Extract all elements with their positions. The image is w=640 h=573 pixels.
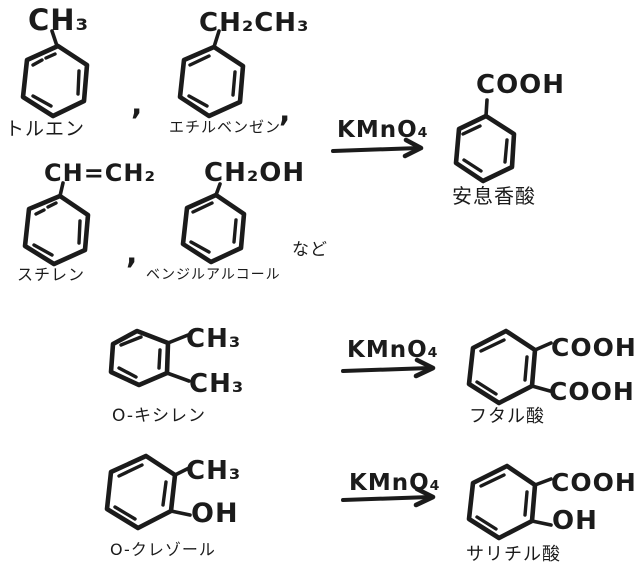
double-bond-dashes xyxy=(475,338,529,396)
substituent-bond xyxy=(58,181,65,198)
substituent-bond xyxy=(214,182,222,197)
arrow-head xyxy=(413,357,436,379)
ethylbenzene-formula: CH₂CH₃ xyxy=(199,8,310,38)
reaction2-reagent-label: KMnO₄ xyxy=(347,337,439,363)
reaction1-arrow xyxy=(331,137,424,159)
arrow-head xyxy=(402,137,424,159)
double-bond-dashes xyxy=(31,52,81,108)
phthalic-acid-substituent-1: COOH xyxy=(551,333,637,362)
benzene-ring xyxy=(177,44,246,119)
double-bond-dashes xyxy=(117,335,162,379)
phthalic-acid-label: フタル酸 xyxy=(469,406,545,427)
substituent-bonds xyxy=(530,341,553,393)
toluene-formula: CH₃ xyxy=(28,3,90,37)
o-cresol-label: O-クレゾール xyxy=(110,540,216,559)
phthalic-acid-structure xyxy=(466,328,553,406)
benzyl-alcohol-formula: CH₂OH xyxy=(204,158,306,188)
o-xylene-substituent-1: CH₃ xyxy=(186,324,242,354)
o-cresol-structure xyxy=(104,453,192,531)
arrow-shaft xyxy=(331,146,421,153)
reaction1-reagent-label: KMnO₄ xyxy=(337,117,429,143)
substituent-bonds xyxy=(169,466,192,517)
salicylic-acid-substituent-1: COOH xyxy=(551,468,637,497)
o-xylene-structure xyxy=(108,328,191,388)
o-cresol-substituent-1: CH₃ xyxy=(186,456,242,486)
benzoic-acid-formula: COOH xyxy=(476,70,566,100)
double-bond-dashes xyxy=(187,54,237,108)
reaction3-reagent-label: KMnO₄ xyxy=(349,470,441,496)
styrene-label: スチレン xyxy=(17,265,86,284)
benzyl-alcohol-label: ベンジルアルコール xyxy=(146,267,281,283)
benzoic-acid-structure xyxy=(453,98,517,184)
styrene-formula: CH=CH₂ xyxy=(44,159,157,187)
phthalic-acid-substituent-2: COOH xyxy=(549,377,635,406)
benzoic-acid-label: 安息香酸 xyxy=(452,184,536,208)
toluene-label: トルエン xyxy=(5,118,86,140)
arrow-head xyxy=(413,486,436,508)
benzyl-alcohol-structure xyxy=(180,182,247,265)
ethylbenzene-structure xyxy=(177,29,246,119)
reaction2-arrow xyxy=(341,357,436,379)
o-cresol-substituent-2: OH xyxy=(191,498,239,529)
double-bond-dashes xyxy=(475,473,529,531)
etc-note: など xyxy=(292,240,328,260)
ethylbenzene-label: エチルベンゼン xyxy=(169,118,282,136)
arrow-shaft xyxy=(341,495,432,502)
o-xylene-label: O-キシレン xyxy=(112,406,206,426)
substituent-bond xyxy=(212,29,221,49)
list-comma: , xyxy=(279,94,291,129)
o-xylene-substituent-2: CH₃ xyxy=(189,369,245,399)
salicylic-acid-structure xyxy=(466,463,553,541)
list-comma: , xyxy=(126,236,138,271)
salicylic-acid-label: サリチル酸 xyxy=(466,544,561,565)
substituent-bonds xyxy=(530,477,553,527)
list-comma: , xyxy=(131,87,143,122)
arrow-shaft xyxy=(341,366,432,373)
benzene-ring xyxy=(453,113,517,184)
substituent-bond xyxy=(484,98,489,118)
benzene-ring xyxy=(20,43,90,119)
substituent-bond xyxy=(50,29,59,48)
double-bond-dashes xyxy=(32,201,82,257)
double-bond-dashes xyxy=(461,124,509,173)
substituent-bonds xyxy=(165,333,191,383)
double-bond-dashes xyxy=(113,463,168,521)
toluene-structure xyxy=(20,29,90,119)
reaction3-arrow xyxy=(341,486,436,508)
double-bond-dashes xyxy=(189,201,238,254)
benzene-ring xyxy=(22,193,91,267)
styrene-structure xyxy=(22,181,91,267)
salicylic-acid-substituent-2: OH xyxy=(552,506,598,536)
benzene-ring xyxy=(180,192,247,265)
